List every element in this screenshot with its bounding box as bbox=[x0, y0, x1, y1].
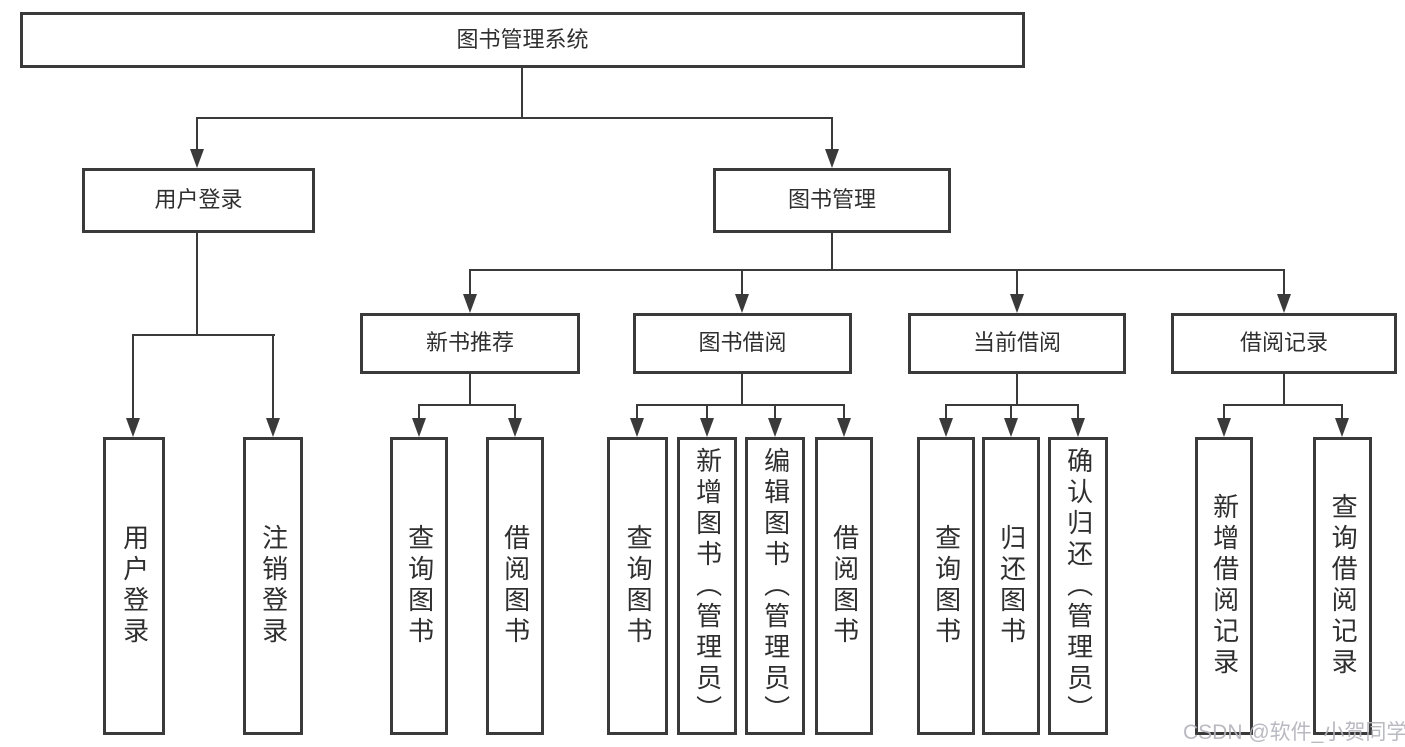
connector-line bbox=[196, 117, 198, 150]
arrowhead-icon bbox=[126, 418, 140, 437]
node-label: 确认归还（管理员） bbox=[1063, 446, 1094, 726]
connector-line bbox=[741, 269, 743, 295]
arrowhead-icon bbox=[1217, 418, 1231, 437]
connector-line bbox=[418, 404, 420, 419]
connector-line bbox=[272, 334, 274, 419]
leaf-query-books-2: 查询图书 bbox=[607, 437, 668, 735]
arrowhead-icon bbox=[508, 418, 522, 437]
node-label: 查询图书 bbox=[931, 524, 962, 648]
connector-line bbox=[196, 233, 198, 336]
node-label: 编辑图书（管理员） bbox=[760, 446, 791, 726]
leaf-query-borrow-record: 查询借阅记录 bbox=[1313, 437, 1372, 735]
node-label: 图书借阅 bbox=[698, 330, 787, 356]
node-borrowing-records: 借阅记录 bbox=[1171, 313, 1397, 374]
connector-line bbox=[1077, 404, 1079, 419]
node-label: 借阅图书 bbox=[500, 524, 531, 648]
connector-line bbox=[774, 404, 776, 419]
connector-line bbox=[1016, 374, 1018, 406]
connector-line bbox=[636, 404, 638, 419]
arrowhead-icon bbox=[939, 418, 953, 437]
connector-line bbox=[1283, 374, 1285, 406]
connector-line bbox=[1016, 269, 1018, 295]
node-label: 用户登录 bbox=[119, 524, 150, 648]
node-new-book-recommendation: 新书推荐 bbox=[360, 313, 580, 374]
watermark: CSDN @软件_小贺同学 bbox=[1183, 721, 1405, 744]
leaf-borrow-books-2: 借阅图书 bbox=[815, 437, 873, 735]
connector-line bbox=[706, 404, 708, 419]
connector-line bbox=[945, 404, 1079, 406]
leaf-return-books: 归还图书 bbox=[982, 437, 1040, 735]
arrowhead-icon bbox=[768, 418, 782, 437]
connector-line bbox=[843, 404, 845, 419]
connector-line bbox=[831, 117, 833, 150]
connector-line bbox=[418, 404, 516, 406]
arrowhead-icon bbox=[837, 418, 851, 437]
node-label: 新书推荐 bbox=[425, 330, 514, 356]
node-book-borrowing: 图书借阅 bbox=[633, 313, 852, 374]
node-label: 当前借阅 bbox=[972, 330, 1061, 356]
arrowhead-icon bbox=[825, 149, 839, 168]
arrowhead-icon bbox=[412, 418, 426, 437]
leaf-borrow-books-1: 借阅图书 bbox=[486, 437, 544, 735]
arrowhead-icon bbox=[1010, 294, 1024, 313]
node-label: 查询图书 bbox=[623, 524, 654, 648]
node-label: 查询借阅记录 bbox=[1328, 493, 1359, 679]
node-current-borrowing: 当前借阅 bbox=[908, 313, 1126, 374]
arrowhead-icon bbox=[700, 418, 714, 437]
connector-line bbox=[1341, 404, 1343, 419]
connector-line bbox=[831, 233, 833, 271]
arrowhead-icon bbox=[1277, 294, 1291, 313]
node-label: 新增借阅记录 bbox=[1209, 493, 1240, 679]
leaf-query-books-3: 查询图书 bbox=[917, 437, 975, 735]
arrowhead-icon bbox=[1071, 418, 1085, 437]
connector-line bbox=[1283, 269, 1285, 295]
leaf-logout: 注销登录 bbox=[243, 437, 303, 735]
connector-line bbox=[1223, 404, 1225, 419]
leaf-add-book-admin: 新增图书（管理员） bbox=[677, 437, 737, 735]
node-library-management-system: 图书管理系统 bbox=[20, 12, 1025, 68]
node-label: 用户登录 bbox=[154, 187, 243, 213]
leaf-query-books-1: 查询图书 bbox=[390, 437, 448, 735]
node-label: 注销登录 bbox=[258, 524, 289, 648]
arrowhead-icon bbox=[463, 294, 477, 313]
connector-line bbox=[469, 269, 471, 295]
connector-line bbox=[469, 374, 471, 406]
connector-line bbox=[636, 404, 845, 406]
arrowhead-icon bbox=[630, 418, 644, 437]
connector-line bbox=[196, 117, 833, 119]
arrowhead-icon bbox=[1335, 418, 1349, 437]
connector-line bbox=[945, 404, 947, 419]
connector-line bbox=[1223, 404, 1343, 406]
connector-line bbox=[469, 269, 1285, 271]
connector-line bbox=[132, 334, 134, 419]
node-label: 借阅记录 bbox=[1239, 330, 1328, 356]
connector-line bbox=[132, 334, 275, 336]
node-label: 新增图书（管理员） bbox=[692, 446, 723, 726]
leaf-edit-book-admin: 编辑图书（管理员） bbox=[745, 437, 805, 735]
connector-line bbox=[741, 374, 743, 406]
node-label: 图书管理系统 bbox=[456, 26, 589, 52]
arrowhead-icon bbox=[266, 418, 280, 437]
arrowhead-icon bbox=[735, 294, 749, 313]
node-user-login: 用户登录 bbox=[82, 168, 315, 233]
node-label: 图书管理 bbox=[787, 187, 876, 213]
node-label: 借阅图书 bbox=[829, 524, 860, 648]
connector-line bbox=[514, 404, 516, 419]
leaf-confirm-return-admin: 确认归还（管理员） bbox=[1048, 437, 1108, 735]
node-label: 归还图书 bbox=[996, 524, 1027, 648]
connector-line bbox=[521, 68, 523, 118]
node-label: 查询图书 bbox=[404, 524, 435, 648]
connector-line bbox=[1010, 404, 1012, 419]
arrowhead-icon bbox=[1004, 418, 1018, 437]
leaf-add-borrow-record: 新增借阅记录 bbox=[1195, 437, 1253, 735]
arrowhead-icon bbox=[190, 149, 204, 168]
leaf-user-login: 用户登录 bbox=[103, 437, 165, 735]
node-book-management: 图书管理 bbox=[713, 168, 951, 233]
